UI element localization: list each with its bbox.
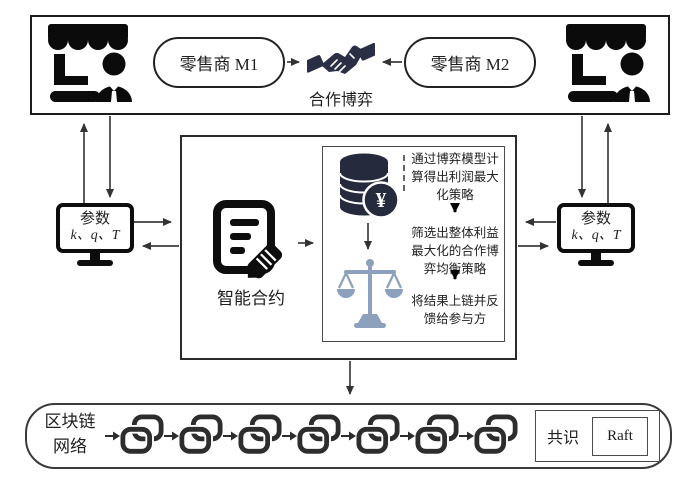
chain-link-icon [474, 414, 518, 456]
retailer-m1-label: 零售商 M1 [179, 55, 259, 74]
smart-contract-icon [205, 198, 297, 284]
monitor-right: 参数 k、q、T [557, 203, 635, 266]
retailer-m2-label: 零售商 M2 [430, 55, 510, 74]
store-icon-right [558, 24, 654, 106]
coins-icon: ¥ [336, 152, 400, 220]
chain-row [105, 409, 518, 463]
consensus-box: 共识 Raft [535, 410, 660, 462]
chain-link-icon [120, 414, 164, 456]
chain-link-icon [179, 414, 223, 456]
monitor-right-screen: 参数 k、q、T [557, 203, 635, 253]
chain-arrow-icon [164, 431, 179, 441]
chain-arrow-icon [400, 431, 415, 441]
handshake-icon [302, 38, 379, 86]
yen-symbol: ¥ [376, 188, 387, 212]
params-values-right: k、q、T [571, 227, 621, 243]
monitor-left-stand [90, 253, 100, 260]
consensus-label: 共识 [547, 430, 580, 447]
params-values-left: k、q、T [70, 227, 120, 243]
monitor-left-screen: 参数 k、q、T [56, 203, 134, 253]
scale-icon [337, 258, 403, 330]
retailer-m1-pill: 零售商 M1 [153, 37, 285, 88]
params-title-right: 参数 [580, 211, 611, 228]
step-1-text: 通过博弈模型计算得出利润最大化策略 [411, 152, 499, 203]
step-2-text: 筛选出整体利益最大化的合作博弈均衡策略 [411, 226, 499, 277]
monitor-right-stand [591, 253, 601, 260]
cooperation-label: 合作博弈 [308, 92, 373, 109]
blockchain-network-label: 区块链 网络 [44, 412, 96, 456]
chain-arrow-icon [282, 431, 297, 441]
chain-link-icon [356, 414, 400, 456]
chain-arrow-icon [223, 431, 238, 441]
chain-link-icon [415, 414, 459, 456]
chain-link-icon [238, 414, 282, 456]
chain-arrow-icon [459, 431, 474, 441]
raft-box: Raft [592, 416, 649, 456]
chain-arrow-icon [341, 431, 356, 441]
step-3-text: 将结果上链并反馈给参与方 [411, 294, 499, 327]
store-icon-left [40, 24, 136, 106]
dashed-line [403, 155, 405, 191]
chain-arrow-icon [105, 431, 120, 441]
retailer-m2-pill: 零售商 M2 [404, 37, 536, 88]
params-title-left: 参数 [79, 211, 110, 228]
smart-contract-label: 智能合约 [217, 289, 285, 308]
monitor-left: 参数 k、q、T [56, 203, 134, 266]
chain-link-icon [297, 414, 341, 456]
